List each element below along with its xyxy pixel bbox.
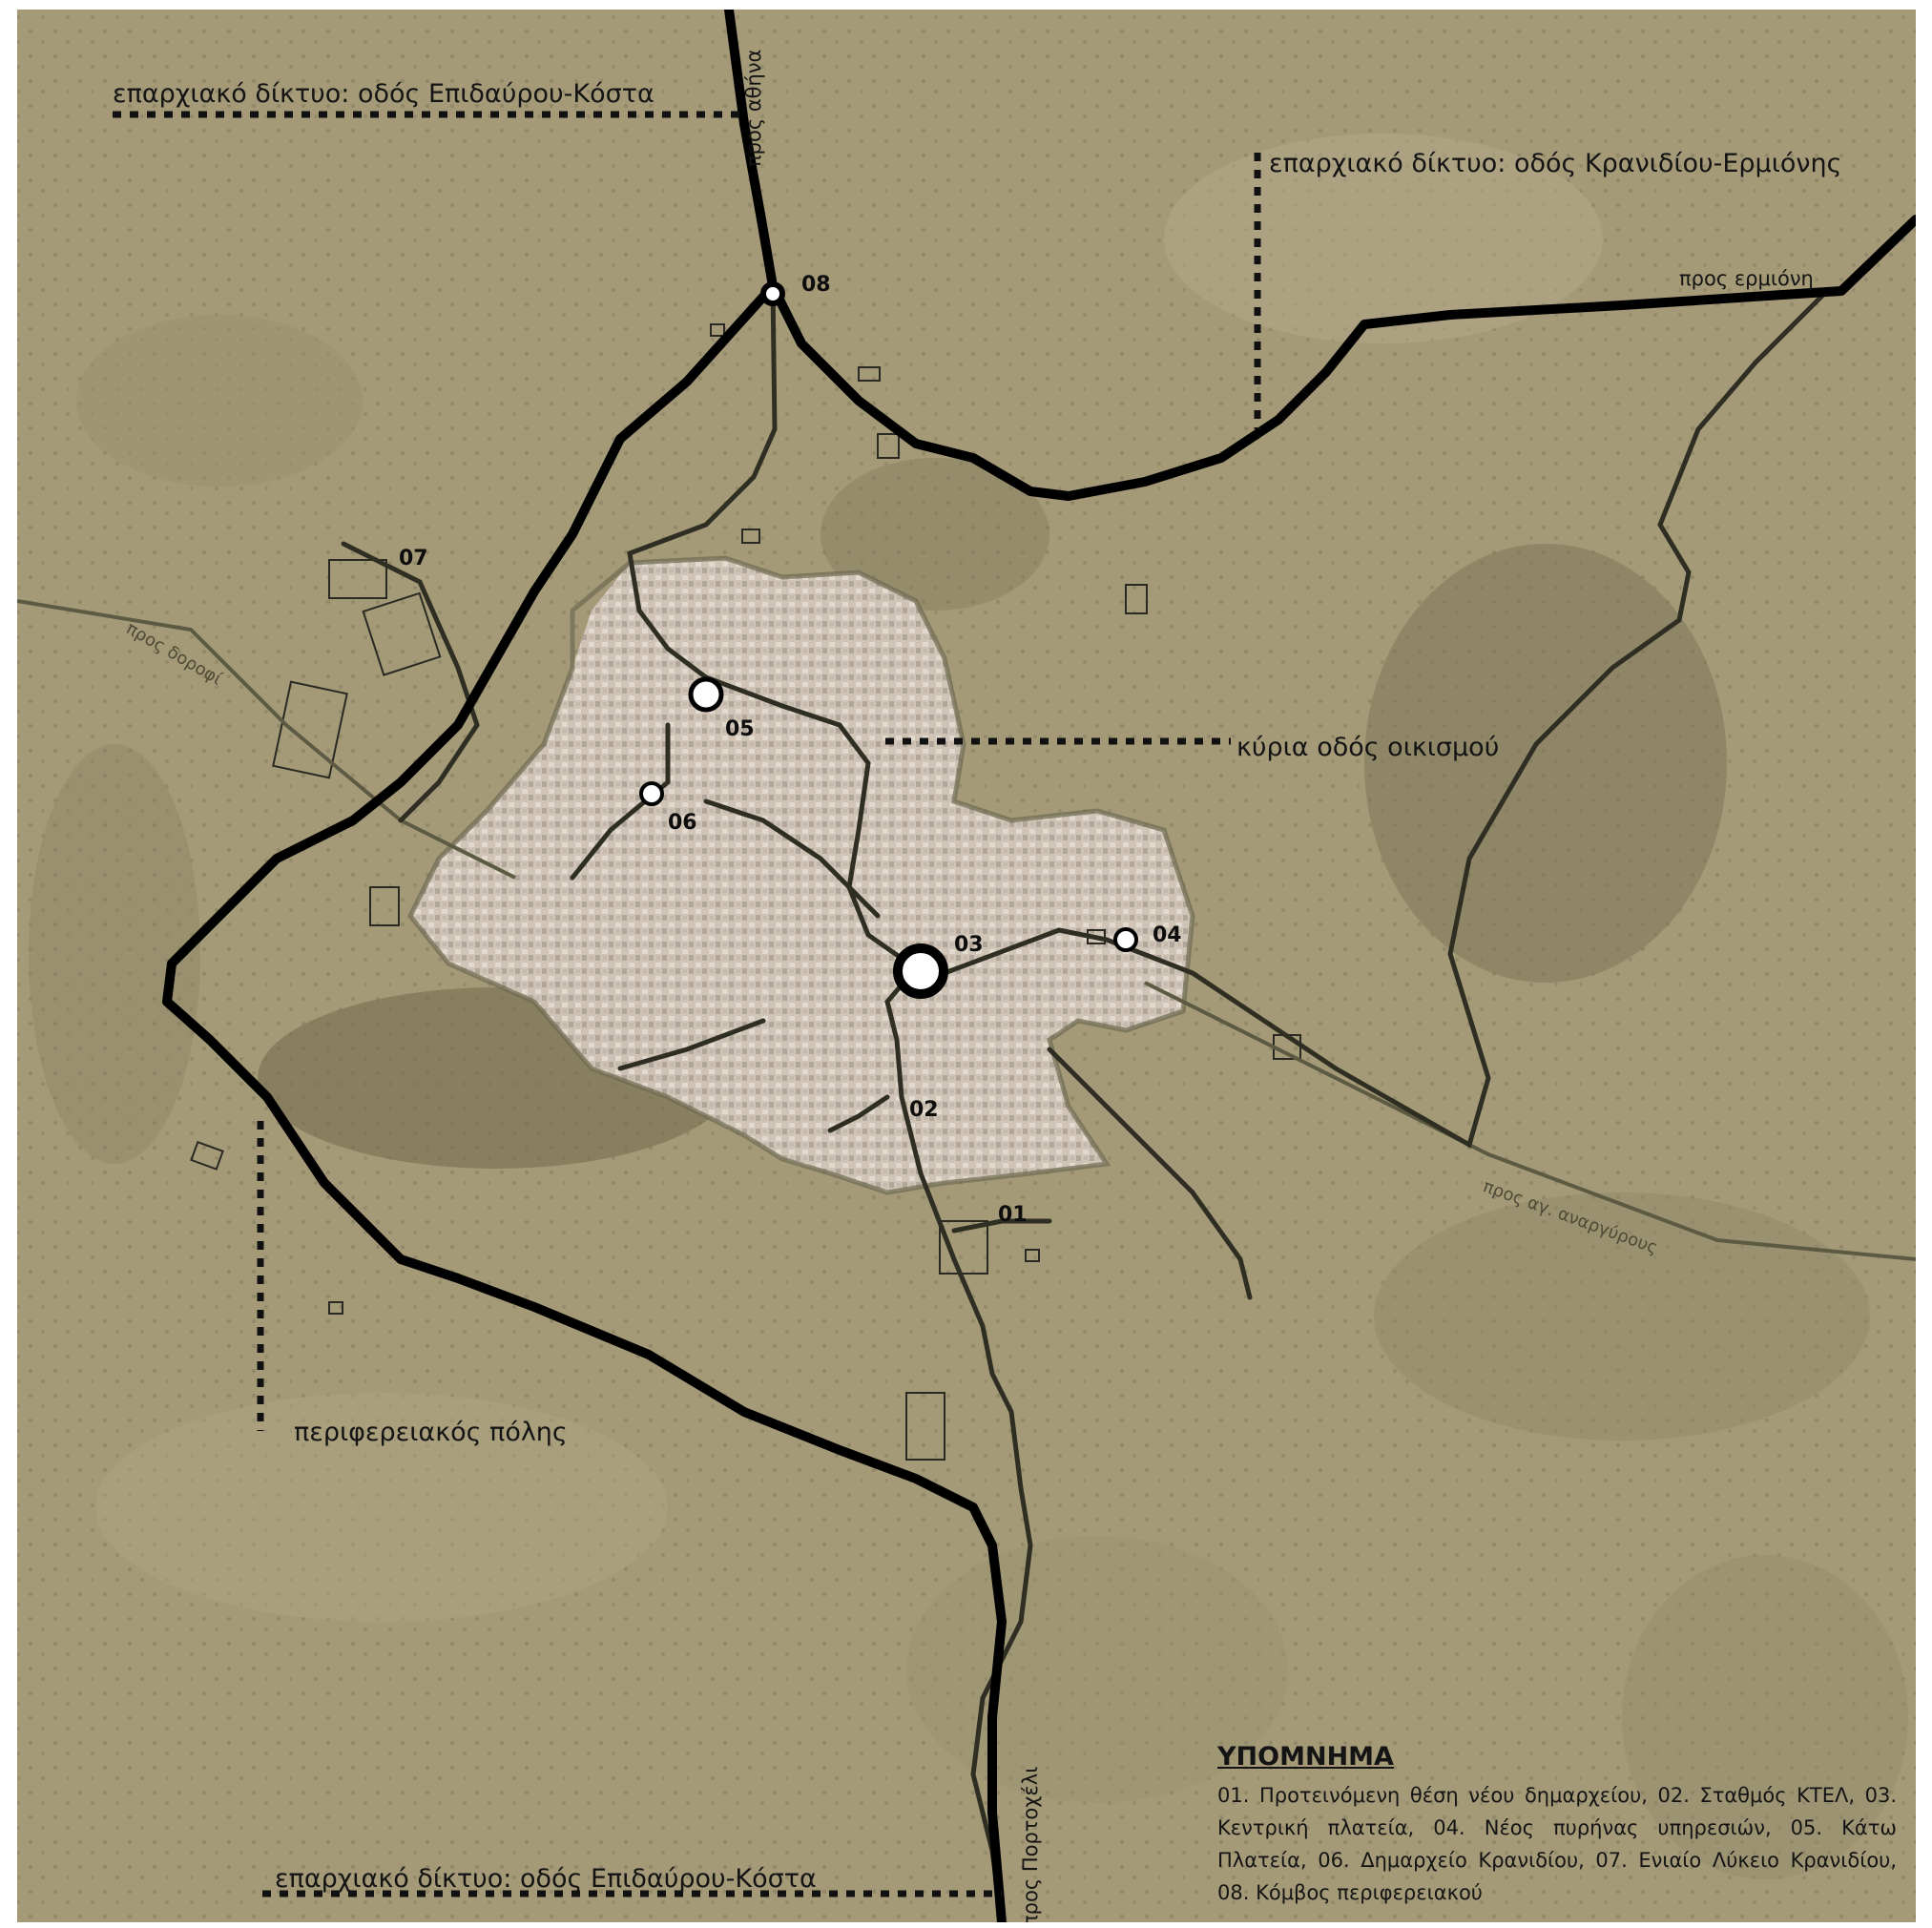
marker-08 <box>760 281 785 306</box>
main-roads <box>162 10 1916 1922</box>
parcel-outlines <box>190 323 1301 1461</box>
label-to-athens: προς αθήνα <box>742 49 765 167</box>
point-label-01: 01 <box>998 1203 1028 1227</box>
map-legend: ΥΠΟΜΝΗΜΑ 01. Προτεινόμενη θέση νέου δημα… <box>1217 1742 1897 1909</box>
map-frame: επαρχιακό δίκτυο: οδός Επιδαύρου-Κόστα π… <box>17 10 1916 1922</box>
point-label-02: 02 <box>909 1098 939 1122</box>
point-label-04: 04 <box>1153 923 1182 947</box>
point-label-07: 07 <box>399 547 428 570</box>
label-provincial-south: επαρχιακό δίκτυο: οδός Επιδαύρου-Κόστα <box>275 1864 817 1894</box>
road-to-athens <box>724 10 778 291</box>
settlement-texture <box>410 558 1193 1192</box>
secondary-roads <box>341 283 1825 1922</box>
dotted-leaders <box>113 111 1261 1897</box>
point-label-06: 06 <box>668 811 697 835</box>
point-markers <box>639 281 1138 999</box>
point-label-05: 05 <box>725 717 755 741</box>
settlement-outline <box>407 555 1195 1195</box>
road-to-ermioni <box>768 215 1916 501</box>
marker-06 <box>639 781 664 806</box>
point-label-03: 03 <box>954 933 984 957</box>
faint-roads <box>17 599 1916 1261</box>
label-provincial-north: επαρχιακό δίκτυο: οδός Επιδαύρου-Κόστα <box>113 79 654 109</box>
point-label-08: 08 <box>801 273 831 297</box>
marker-04 <box>1113 927 1138 952</box>
ring-road <box>162 281 1007 1922</box>
marker-03 <box>893 943 948 999</box>
label-main-street: κύρια οδός οικισμού <box>1236 733 1500 762</box>
map-canvas <box>17 10 1916 1922</box>
marker-05 <box>688 676 724 713</box>
label-provincial-east: επαρχιακό δίκτυο: οδός Κρανιδίου-Ερμιόνη… <box>1269 149 1842 178</box>
label-to-portocheli: προς Πορτοχέλι <box>1019 1766 1042 1922</box>
label-ring-road: περιφερειακός πόλης <box>294 1418 568 1447</box>
legend-title: ΥΠΟΜΝΗΜΑ <box>1217 1742 1394 1772</box>
label-to-ermioni: προς ερμιόνη <box>1679 267 1814 290</box>
legend-text: 01. Προτεινόμενη θέση νέου δημαρχείου, 0… <box>1217 1784 1897 1904</box>
